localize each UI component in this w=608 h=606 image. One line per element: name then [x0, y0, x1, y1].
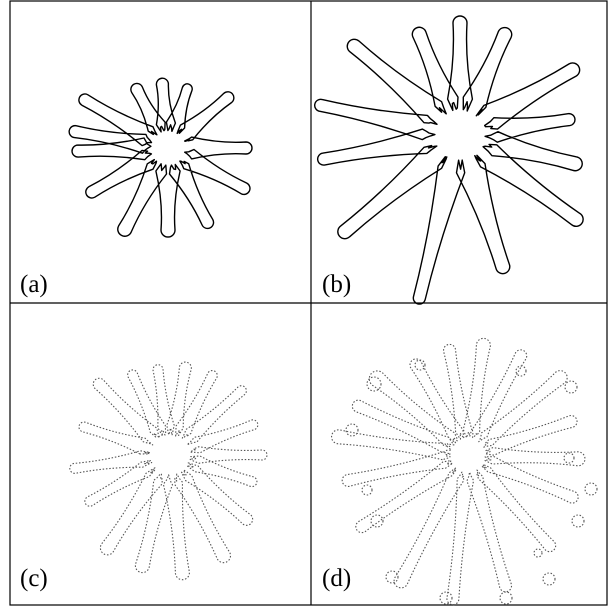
droplet [565, 381, 577, 393]
panel-a: (a) [20, 78, 252, 298]
panel-b-label: (b) [322, 271, 351, 298]
droplet [415, 360, 425, 370]
panel-d-label: (d) [322, 565, 351, 592]
pattern-a-fingering [69, 78, 252, 237]
droplet [371, 515, 383, 527]
pattern-d-outline [332, 338, 585, 604]
droplet [386, 571, 398, 583]
droplet [543, 573, 555, 585]
panel-c: (c) [20, 362, 267, 592]
droplet [585, 483, 597, 495]
droplet [564, 453, 574, 463]
pattern-a-outline [69, 78, 252, 237]
pattern-c-outline [70, 362, 267, 580]
pattern-b-fingering [315, 16, 583, 304]
panel-b: (b) [315, 16, 583, 304]
pattern-b-outline [315, 16, 583, 304]
droplet [572, 515, 584, 527]
droplet [346, 424, 358, 436]
droplet [367, 377, 381, 391]
pattern-c-fingering [70, 362, 267, 580]
droplet [534, 549, 542, 557]
panel-a-label: (a) [20, 271, 48, 298]
droplet [500, 592, 512, 604]
panel-d: (d) [322, 338, 597, 604]
droplet [362, 485, 372, 495]
pattern-d-fingering [332, 338, 597, 604]
panel-c-label: (c) [20, 565, 48, 592]
droplet [440, 592, 452, 604]
